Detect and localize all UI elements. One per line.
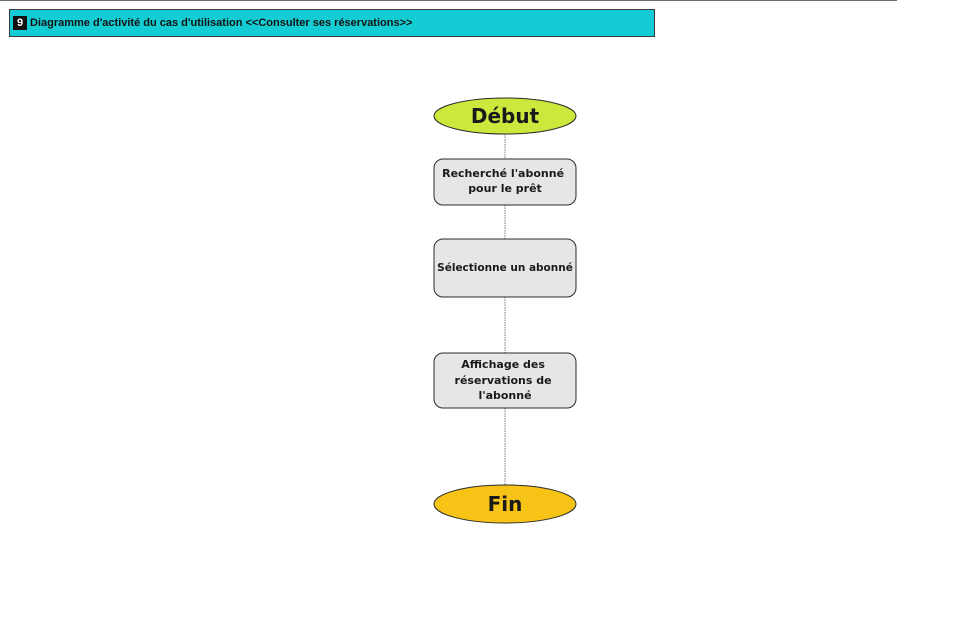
activity-step-2: Sélectionne un abonné [433, 238, 577, 298]
activity-step-3-line-3: l'abonné [478, 389, 531, 402]
activity-step-2-label: Sélectionne un abonné [437, 262, 573, 274]
activity-step-1-box [433, 158, 577, 206]
activity-step-1: Recherché l'abonné pour le prêt [433, 158, 577, 206]
end-node: Fin [433, 484, 577, 524]
end-node-shape [433, 484, 577, 524]
title-banner: 9 Diagramme d'activité du cas d'utilisat… [9, 9, 655, 37]
activity-step-1-label: Recherché l'abonné pour le prêt [442, 167, 568, 195]
start-node: Début [433, 97, 577, 135]
start-node-shape [433, 97, 577, 135]
end-node-label: Fin [488, 492, 523, 516]
title-number-badge: 9 [13, 16, 27, 30]
activity-step-3-line-2: réservations de [455, 374, 552, 387]
activity-step-2-line-1: Sélectionne un abonné [437, 262, 573, 274]
activity-step-1-line-2: pour le prêt [468, 182, 542, 195]
activity-step-2-box [433, 238, 577, 298]
diagram-title: Diagramme d'activité du cas d'utilisatio… [30, 17, 413, 29]
activity-step-3: Affichage des réservations de l'abonné [433, 352, 577, 409]
activity-step-3-line-1: Affichage des [461, 358, 545, 371]
top-rule [0, 0, 897, 1]
activity-step-3-label: Affichage des réservations de l'abonné [455, 358, 556, 402]
activity-step-3-box [433, 352, 577, 409]
start-node-label: Début [471, 104, 540, 128]
activity-step-1-line-1: Recherché l'abonné [442, 167, 564, 180]
